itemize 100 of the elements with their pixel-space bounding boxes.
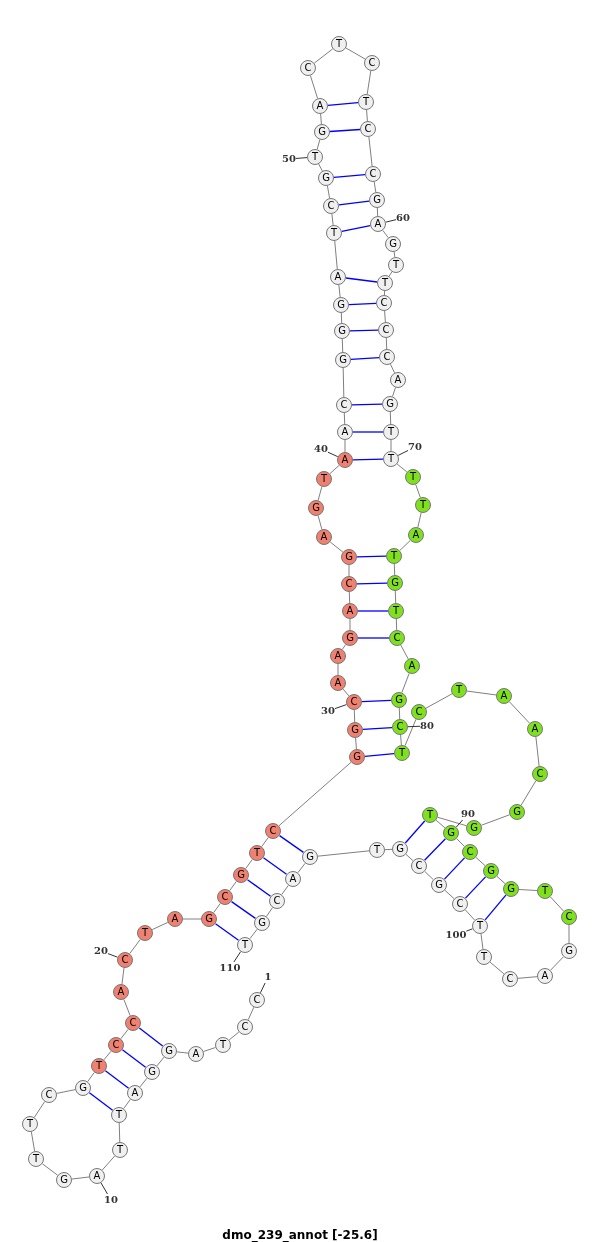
nucleotide-circle: T <box>249 845 265 861</box>
leader-line <box>107 953 118 958</box>
base-pair-line <box>88 1092 114 1111</box>
nucleotide-circle: G <box>314 124 330 140</box>
base-pair-line <box>484 894 507 921</box>
base-pair-line <box>352 431 384 433</box>
nucleotide-circle: G <box>392 841 408 857</box>
backbone-line <box>424 871 434 880</box>
leader-line <box>334 704 347 710</box>
nucleotide-circle: T <box>307 149 323 165</box>
nucleotide-circle: T <box>91 1058 107 1074</box>
backbone-line <box>341 338 344 353</box>
base-pair-line <box>104 1070 130 1089</box>
nucleotide-circle: T <box>537 883 553 899</box>
nucleotide-circle: C <box>323 198 339 214</box>
base-pair-line <box>327 102 359 106</box>
nucleotide-circle: A <box>312 98 328 114</box>
nucleotide-circle: A <box>537 968 553 984</box>
backbone-line <box>353 709 356 723</box>
backbone-line <box>245 858 253 870</box>
nucleotide-circle: G <box>466 820 482 836</box>
backbone-line <box>320 113 322 125</box>
leader-line <box>295 157 308 159</box>
base-pair-line <box>348 302 377 306</box>
backbone-line <box>417 512 422 528</box>
position-number: 60 <box>396 212 410 224</box>
backbone-line <box>317 515 323 530</box>
backbone-line <box>334 240 338 270</box>
backbone-line <box>396 463 408 473</box>
base-pair-line <box>357 637 390 639</box>
backbone-line <box>317 486 323 501</box>
backbone-line <box>349 618 351 631</box>
backbone-line <box>266 907 273 917</box>
backbone-line <box>229 880 237 892</box>
nucleotide-circle: C <box>265 823 281 839</box>
nucleotide-circle: G <box>382 396 398 412</box>
backbone-line <box>329 464 340 475</box>
backbone-line <box>415 484 421 498</box>
backbone-line <box>326 185 331 199</box>
base-pair-line <box>230 900 257 920</box>
backbone-line <box>297 862 306 874</box>
nucleotide-circle: G <box>254 915 270 931</box>
backbone-line <box>121 967 125 985</box>
nucleotide-circle: T <box>369 842 385 858</box>
backbone-line <box>340 312 343 324</box>
backbone-line <box>550 956 564 971</box>
position-number: 70 <box>408 441 422 453</box>
backbone-line <box>517 976 538 979</box>
backbone-line <box>342 367 345 398</box>
leader-line <box>455 819 464 828</box>
nucleotide-circle: G <box>144 1064 160 1080</box>
backbone-line <box>383 290 386 296</box>
backbone-line <box>139 1077 148 1088</box>
backbone-line <box>549 896 565 912</box>
backbone-line <box>535 736 540 767</box>
nucleotide-circle: T <box>326 225 342 241</box>
backbone-line <box>404 718 417 747</box>
leader-line <box>259 982 266 994</box>
backbone-line <box>71 1176 90 1180</box>
nucleotide-circle: A <box>330 648 346 664</box>
backbone-line <box>368 136 373 167</box>
nucleotide-circle: A <box>330 269 346 285</box>
backbone-line <box>489 961 505 975</box>
backbone-line <box>41 1163 59 1176</box>
nucleotide-circle: C <box>117 952 133 968</box>
nucleotide-circle: C <box>269 893 285 909</box>
base-pair-line <box>246 879 272 897</box>
position-number: 90 <box>461 808 475 820</box>
backbone-line <box>228 1031 240 1041</box>
backbone-line <box>568 924 570 944</box>
nucleotide-circle: C <box>452 896 468 912</box>
backbone-line <box>151 921 169 931</box>
nucleotide-circle: T <box>331 36 347 52</box>
backbone-line <box>129 938 141 955</box>
backbone-line <box>401 672 410 694</box>
nucleotide-circle: T <box>316 471 332 487</box>
nucleotide-circle: C <box>346 694 362 710</box>
backbone-line <box>261 836 269 848</box>
nucleotide-circle: G <box>561 943 577 959</box>
backbone-line <box>393 563 396 576</box>
nucleotide-circle: G <box>443 825 459 841</box>
backbone-line <box>435 819 446 829</box>
position-number: 20 <box>94 945 108 957</box>
nucleotide-circle: C <box>502 971 518 987</box>
backbone-line <box>405 853 414 862</box>
backbone-line <box>123 1098 131 1110</box>
base-pair-line <box>357 610 389 612</box>
backbone-line <box>331 213 334 226</box>
nucleotide-circle: G <box>302 849 318 865</box>
backbone-line <box>30 1131 36 1152</box>
backbone-line <box>341 644 347 650</box>
backbone-line <box>390 439 392 452</box>
nucleotide-circle: G <box>347 722 363 738</box>
nucleotide-circle: T <box>112 1142 128 1158</box>
backbone-line <box>182 918 202 920</box>
nucleotide-circle: C <box>300 60 316 76</box>
nucleotide-circle: G <box>387 575 403 591</box>
nucleotide-circle: A <box>167 911 183 927</box>
backbone-line <box>398 707 401 720</box>
nucleotide-circle: T <box>137 925 153 941</box>
